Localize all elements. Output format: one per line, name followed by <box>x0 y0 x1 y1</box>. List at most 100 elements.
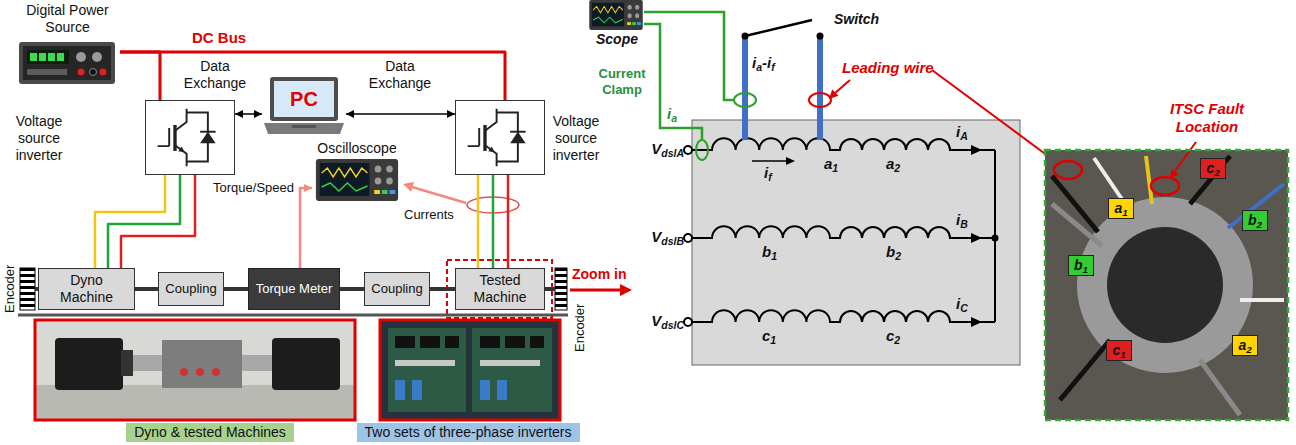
winding-panel <box>692 120 1020 365</box>
text-holder: Tested Machine <box>456 269 544 309</box>
label-holder: c1 <box>762 327 776 345</box>
label-holder: Zoom in <box>572 266 626 283</box>
inverter-box: Voltage source inverter <box>455 100 545 175</box>
encoder-right <box>545 268 567 310</box>
current-symbol: ia <box>667 105 677 123</box>
phase-badge: a2 <box>1232 335 1258 356</box>
text-holder: Dyno Machine <box>39 269 134 309</box>
label-holder: ia-if <box>752 54 775 72</box>
machines-photo <box>35 320 355 420</box>
connector <box>493 175 494 268</box>
scope: Scope <box>586 0 648 50</box>
label-holder: Encoder <box>2 259 18 319</box>
text-holder: c1 <box>1107 341 1131 360</box>
edge-label-holder: Torque/Speed <box>204 180 294 196</box>
current-symbol: ia-if <box>752 54 775 72</box>
coil-label: a2 <box>886 155 900 173</box>
currents-arrow <box>403 182 466 203</box>
arrowhead <box>254 110 262 118</box>
text-holder: Voltage source inverter <box>3 113 75 163</box>
clamp-wires <box>644 12 756 160</box>
label-holder: a2 <box>886 155 900 173</box>
scope-picture <box>588 0 644 30</box>
text-holder: Torque Meter <box>249 269 339 309</box>
machine-box: Tested Machine <box>455 268 545 310</box>
inverters-photo <box>380 320 560 420</box>
voltage-symbol: VdslB <box>626 228 684 246</box>
node-text: Digital Power Source <box>15 2 120 36</box>
node-text: Coupling <box>371 281 422 297</box>
connector-line <box>507 175 510 268</box>
signal-label: Currents <box>404 207 454 223</box>
connector <box>300 184 312 268</box>
connector-line <box>108 175 180 268</box>
node-text: a1 <box>1114 200 1127 217</box>
label-holder: DC Bus <box>192 29 246 47</box>
connector <box>95 175 165 268</box>
connector <box>430 289 455 290</box>
inv-picture <box>456 101 543 173</box>
connector <box>224 289 248 290</box>
connector <box>508 175 509 268</box>
switch-label: Switch <box>834 11 879 28</box>
caption-bar: Two sets of three-phase inverters <box>357 423 580 442</box>
edge-label-holder: Data Exchange <box>175 58 255 92</box>
leading-wire-arrows <box>829 70 1056 162</box>
power-picture <box>15 40 120 86</box>
arrowhead <box>235 110 243 118</box>
zoom-arrow <box>570 284 632 296</box>
label-holder: ITSC Fault Location <box>1148 100 1266 136</box>
text-holder: Coupling <box>365 273 429 305</box>
node-text: Torque Meter <box>256 281 333 297</box>
connector-line <box>300 188 312 268</box>
coil-label: c1 <box>762 327 776 345</box>
node-text: Tested Machine <box>464 272 536 306</box>
label-holder: b1 <box>762 243 777 261</box>
connector-line <box>430 287 455 291</box>
label-holder: iC <box>956 295 968 313</box>
node-text: c2 <box>1206 160 1219 177</box>
connector <box>120 52 160 100</box>
coupling-box: Coupling <box>364 272 430 306</box>
node-text: b2 <box>1248 212 1262 229</box>
edge-label: Torque/Speed <box>204 180 294 196</box>
inverter-box: Voltage source inverter <box>145 100 235 175</box>
zoom-frame <box>447 260 552 318</box>
phase-badge: a1 <box>1108 198 1134 219</box>
text-holder: b2 <box>1243 211 1267 230</box>
text-holder: a1 <box>1109 199 1133 218</box>
current-symbol: if <box>764 164 772 182</box>
caption-bar: Dyno & tested Machines <box>126 423 294 442</box>
node-text: Scope <box>586 31 648 48</box>
encoder-left <box>20 268 38 310</box>
coil-label: b2 <box>886 243 901 261</box>
label-holder: b2 <box>886 243 901 261</box>
label-holder: VdslA <box>626 140 684 158</box>
connector <box>346 110 455 118</box>
arrowhead <box>346 110 354 118</box>
text-holder: Digital Power Source <box>15 2 120 36</box>
label-holder: Current Clamp <box>590 66 654 97</box>
phase-badge: b2 <box>1242 210 1268 231</box>
label-holder: Encoder <box>572 298 588 358</box>
encoder-label: Encoder <box>2 259 18 319</box>
connector-line <box>477 175 480 268</box>
label-holder: VdslB <box>626 228 684 246</box>
zoom-label: Zoom in <box>572 266 626 283</box>
node-text: PC <box>290 87 318 111</box>
text-holder: Scope <box>586 31 648 48</box>
voltage-symbol: VdslA <box>626 140 684 158</box>
connector-line <box>120 52 160 100</box>
voltage-symbol: VdslC <box>626 312 684 330</box>
fault-label: ITSC Fault Location <box>1148 100 1266 136</box>
leading-wire-ring <box>809 93 831 107</box>
label-holder: iB <box>956 211 968 229</box>
edge-label-holder: Data Exchange <box>360 58 440 92</box>
connector <box>340 289 364 290</box>
edge-label: Data Exchange <box>360 58 440 92</box>
current-symbol: iC <box>956 295 968 313</box>
arrowhead <box>304 184 312 192</box>
stator-windings <box>692 138 995 322</box>
connector-line <box>492 175 495 268</box>
